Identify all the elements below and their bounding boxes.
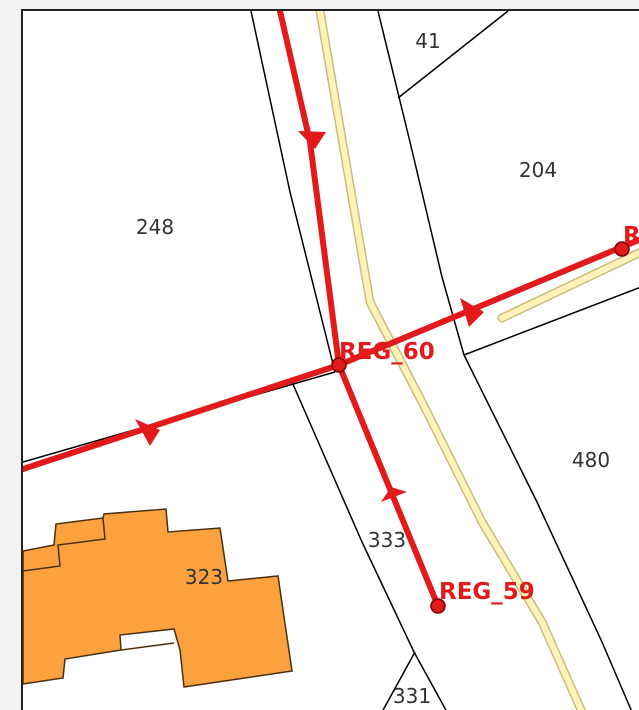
road-centerline [315,11,639,710]
parcel-label-204: 204 [519,158,557,182]
building-inner-line [120,642,175,651]
node-label-reg-edge: R [623,223,639,249]
parcel-boundary [463,286,639,356]
parcel-label-480: 480 [572,448,610,472]
buildings [23,508,293,688]
network-node-icon[interactable] [430,598,446,614]
network-nodes [331,241,630,614]
building [23,508,293,688]
parcel-boundary [463,354,632,710]
parcel-label-248: 248 [136,215,174,239]
map-canvas[interactable]: 41 204 248 480 323 333 331 REG_60 REG_59… [21,9,639,710]
parcel-label-333: 333 [368,528,406,552]
direction-arrow-icon [135,419,160,446]
parcel-label-323: 323 [185,565,223,589]
network-node-icon[interactable] [331,357,347,373]
node-label-reg-60: REG_60 [339,339,435,365]
map-svg: 41 204 248 480 323 333 331 REG_60 REG_59… [23,11,639,710]
parcel-boundary [291,381,447,710]
node-label-reg-59: REG_59 [439,579,535,605]
parcel-label-41: 41 [415,29,440,53]
parcel-boundary [382,651,416,710]
direction-arrow-icon [460,298,484,327]
network-node-icon[interactable] [614,241,630,257]
network-line [336,362,441,609]
parcel-boundary [397,11,509,99]
parcel-boundary [250,11,336,373]
parcel-label-331: 331 [393,684,431,708]
direction-arrows [135,131,484,502]
parcel-boundary [377,11,465,356]
direction-arrow-icon [381,487,407,502]
building-inner-line [23,517,106,572]
direction-arrow-icon [298,131,326,149]
